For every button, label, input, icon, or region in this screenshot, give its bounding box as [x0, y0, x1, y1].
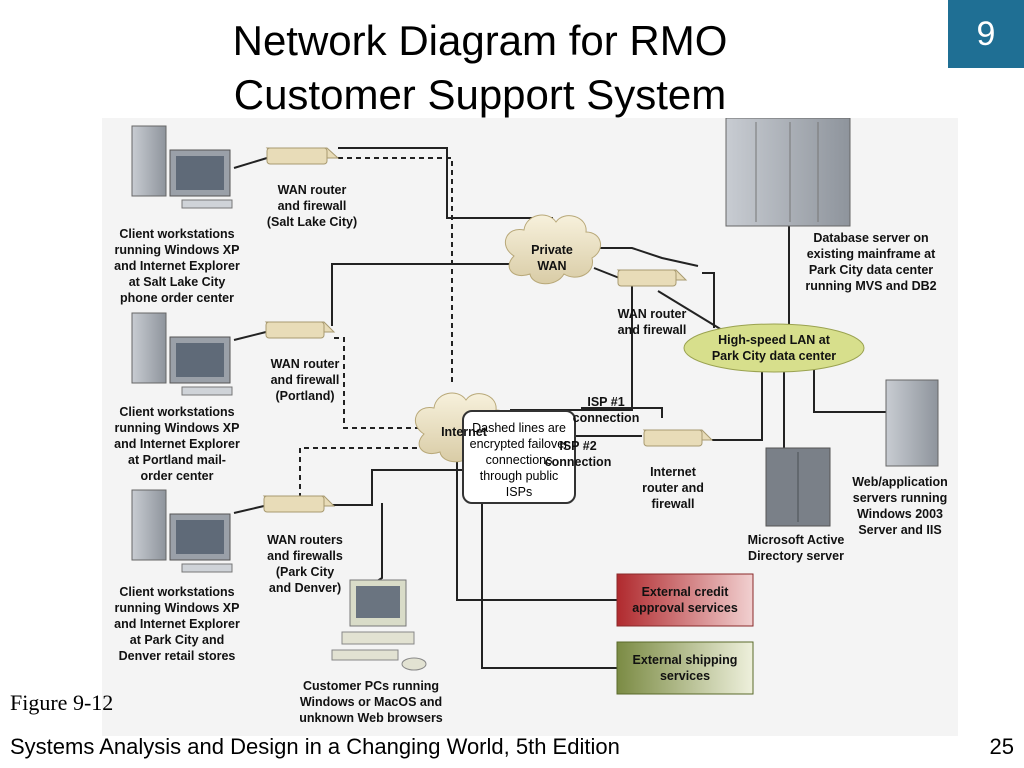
lan-label: High-speed LAN at Park City data center	[711, 333, 837, 363]
slide-title: Network Diagram for RMO Customer Support…	[170, 14, 790, 122]
dashed-links	[299, 157, 453, 498]
credit-box-shape	[616, 573, 754, 627]
network-diagram: WAN router and firewall (Salt Lake City)…	[102, 118, 958, 736]
shipping-services-label: External shipping services	[632, 653, 738, 683]
chapter-badge: 9	[948, 0, 1024, 68]
private-wan-label: Private WAN	[531, 243, 573, 273]
isp1-label: ISP #1 connection	[572, 395, 640, 425]
server-shapes	[725, 118, 939, 527]
internet-label: Internet	[441, 425, 487, 439]
router-shapes	[262, 147, 714, 513]
title-line-1: Network Diagram for RMO	[232, 17, 728, 64]
figure-caption: Figure 9-12	[10, 690, 114, 715]
private-wan-cloud-shape	[504, 214, 601, 285]
clients-slc-label: Client workstations running Windows XP a…	[114, 227, 240, 305]
failover-note: Dashed lines are encrypted failover conn…	[462, 410, 576, 504]
isp2-label: ISP #2 connection	[544, 439, 612, 469]
wan-router-slc-label: WAN router and firewall (Salt Lake City)	[266, 183, 358, 229]
title-line-2: Customer Support System	[233, 71, 727, 118]
solid-links	[233, 147, 887, 669]
workstation-shapes	[131, 125, 427, 671]
web-servers-label: Web/application servers running Windows …	[852, 475, 948, 537]
page-number: 25	[989, 734, 1014, 759]
clients-park-label: Client workstations running Windows XP a…	[114, 585, 240, 663]
internet-router-label: Internet router and firewall	[642, 465, 704, 511]
database-server-label: Database server on existing mainframe at…	[805, 231, 937, 293]
wan-routers-park-label: WAN routers and firewalls (Park City and…	[267, 533, 343, 595]
wan-router-portland-label: WAN router and firewall (Portland)	[270, 357, 340, 403]
ad-server-label: Microsoft Active Directory server	[747, 533, 845, 563]
clients-portland-label: Client workstations running Windows XP a…	[114, 405, 240, 483]
customer-pcs-label: Customer PCs running Windows or MacOS an…	[299, 679, 443, 725]
lan-ellipse-shape	[683, 323, 865, 373]
shipping-box-shape	[616, 641, 754, 695]
credit-services-label: External credit approval services	[632, 585, 738, 615]
wan-router-park-city-label: WAN router and firewall	[617, 307, 687, 337]
footer-text: Systems Analysis and Design in a Changin…	[10, 734, 620, 759]
